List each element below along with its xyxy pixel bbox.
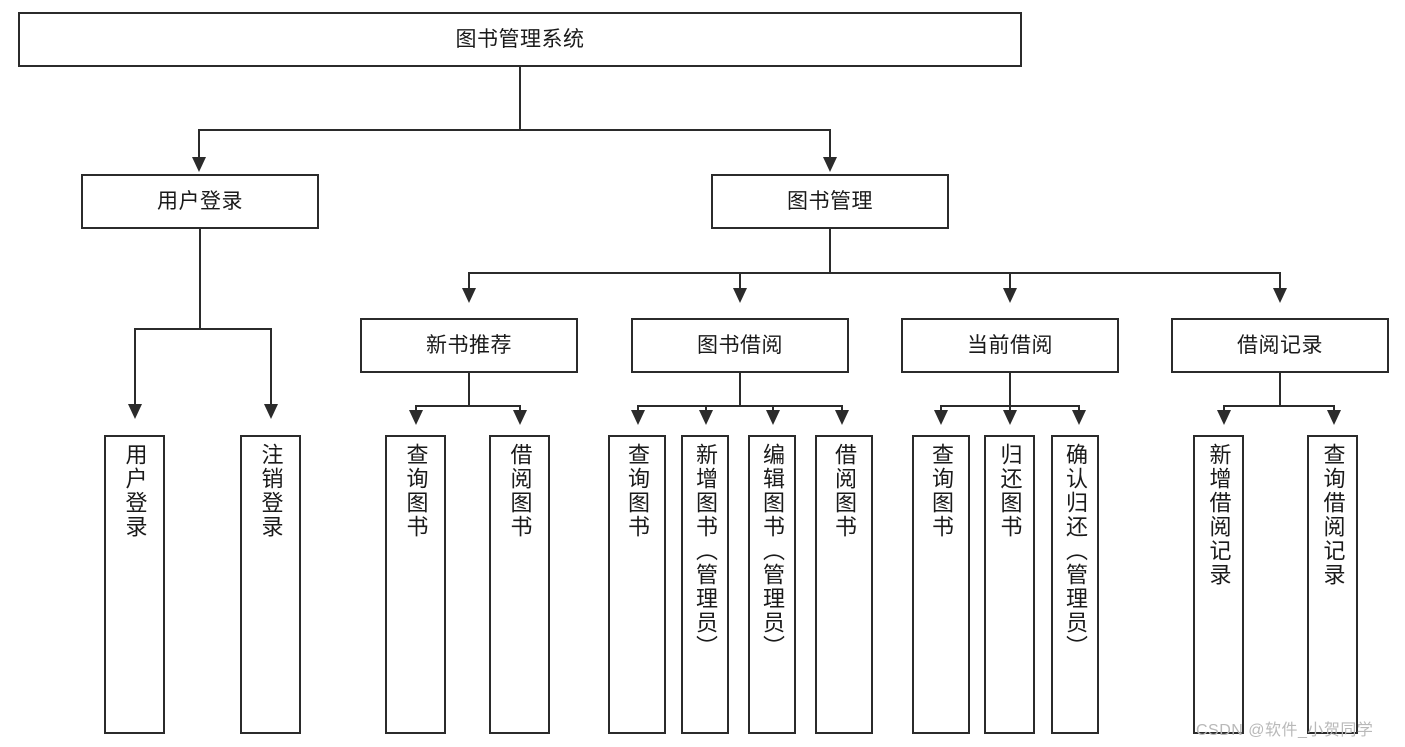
arrow-bb-leaf-3: [766, 410, 780, 425]
leaf-bb-add-book-admin-label: 新增图书（管理员）: [693, 443, 718, 659]
edge-nbr-drop-2: [519, 405, 521, 412]
edge-cb-drop-1: [940, 405, 942, 412]
edge-bb-drop-2: [705, 405, 707, 412]
edge-user-login-bar: [134, 328, 271, 330]
leaf-bb-borrow-book-label: 借阅图书: [832, 443, 857, 539]
leaf-br-query-record-label: 查询借阅记录: [1320, 443, 1346, 587]
node-current-borrow-label: 当前借阅: [967, 333, 1053, 357]
node-book-borrow-label: 图书借阅: [697, 333, 783, 357]
arrow-bb-leaf-2: [699, 410, 713, 425]
edge-br-drop-1: [1223, 405, 1225, 412]
leaf-nbr-borrow-book-label: 借阅图书: [507, 443, 533, 539]
edge-root-drop-2: [829, 129, 831, 159]
edge-br-drop-2: [1333, 405, 1335, 412]
edge-bb-drop-4: [841, 405, 843, 412]
leaf-bb-edit-book-admin-label: 编辑图书（管理员）: [760, 443, 785, 659]
arrow-to-user-login: [192, 157, 206, 172]
node-borrow-record[interactable]: 借阅记录: [1171, 318, 1389, 373]
edge-book-manage-stem: [829, 229, 831, 273]
edge-bm-drop-1: [468, 272, 470, 290]
arrow-to-new-book-rec: [462, 288, 476, 303]
node-book-manage-label: 图书管理: [787, 189, 873, 213]
leaf-nbr-query-book-label: 查询图书: [403, 443, 429, 539]
leaf-user-login[interactable]: 用户登录: [104, 435, 165, 734]
arrow-cb-leaf-2: [1003, 410, 1017, 425]
leaf-cb-confirm-return-admin[interactable]: 确认归还（管理员）: [1051, 435, 1099, 734]
leaf-logout[interactable]: 注销登录: [240, 435, 301, 734]
leaf-cb-return-book[interactable]: 归还图书: [984, 435, 1035, 734]
arrow-to-leaf-user-login: [128, 404, 142, 419]
arrow-br-leaf-2: [1327, 410, 1341, 425]
arrow-to-leaf-logout: [264, 404, 278, 419]
csdn-watermark: CSDN @软件_小贺同学: [1196, 722, 1374, 739]
leaf-nbr-query-book[interactable]: 查询图书: [385, 435, 446, 734]
leaf-bb-query-book[interactable]: 查询图书: [608, 435, 666, 734]
leaf-bb-borrow-book[interactable]: 借阅图书: [815, 435, 873, 734]
edge-root-drop-1: [198, 129, 200, 159]
leaf-cb-query-book[interactable]: 查询图书: [912, 435, 970, 734]
leaf-br-add-record-label: 新增借阅记录: [1206, 443, 1232, 587]
edge-cb-stem: [1009, 373, 1011, 406]
leaf-cb-confirm-return-admin-label: 确认归还（管理员）: [1063, 443, 1088, 659]
node-borrow-record-label: 借阅记录: [1237, 333, 1323, 357]
node-new-book-recommend-label: 新书推荐: [426, 333, 512, 357]
edge-book-manage-bar: [468, 272, 1280, 274]
node-new-book-recommend[interactable]: 新书推荐: [360, 318, 578, 373]
edge-bb-drop-3: [772, 405, 774, 412]
edge-user-login-drop-2: [270, 328, 272, 406]
arrow-cb-leaf-1: [934, 410, 948, 425]
arrow-to-book-manage: [823, 157, 837, 172]
edge-root-bar: [198, 129, 830, 131]
leaf-nbr-borrow-book[interactable]: 借阅图书: [489, 435, 550, 734]
arrow-cb-leaf-3: [1072, 410, 1086, 425]
node-book-manage[interactable]: 图书管理: [711, 174, 949, 229]
edge-root-stem: [519, 67, 521, 130]
arrow-bb-leaf-4: [835, 410, 849, 425]
edge-bb-stem: [739, 373, 741, 406]
arrow-nbr-leaf-2: [513, 410, 527, 425]
arrow-to-borrow-record: [1273, 288, 1287, 303]
leaf-br-add-record[interactable]: 新增借阅记录: [1193, 435, 1244, 734]
edge-bb-bar: [637, 405, 843, 407]
edge-nbr-drop-1: [415, 405, 417, 412]
arrow-to-book-borrow: [733, 288, 747, 303]
arrow-nbr-leaf-1: [409, 410, 423, 425]
node-root[interactable]: 图书管理系统: [18, 12, 1022, 67]
leaf-user-login-label: 用户登录: [122, 443, 148, 539]
node-root-label: 图书管理系统: [455, 27, 585, 51]
edge-br-stem: [1279, 373, 1281, 406]
leaf-bb-query-book-label: 查询图书: [625, 443, 650, 539]
edge-bb-drop-1: [637, 405, 639, 412]
edge-user-login-stem: [199, 229, 201, 329]
edge-bm-drop-3: [1009, 272, 1011, 290]
arrow-br-leaf-1: [1217, 410, 1231, 425]
arrow-to-current-borrow: [1003, 288, 1017, 303]
edge-user-login-drop-1: [134, 328, 136, 406]
leaf-bb-edit-book-admin[interactable]: 编辑图书（管理员）: [748, 435, 796, 734]
edge-nbr-bar: [415, 405, 521, 407]
edge-nbr-stem: [468, 373, 470, 406]
leaf-bb-add-book-admin[interactable]: 新增图书（管理员）: [681, 435, 729, 734]
leaf-logout-label: 注销登录: [258, 443, 284, 539]
node-user-login[interactable]: 用户登录: [81, 174, 319, 229]
leaf-br-query-record[interactable]: 查询借阅记录: [1307, 435, 1358, 734]
edge-br-bar: [1223, 405, 1335, 407]
node-book-borrow[interactable]: 图书借阅: [631, 318, 849, 373]
edge-cb-drop-3: [1078, 405, 1080, 412]
edge-bm-drop-4: [1279, 272, 1281, 290]
node-current-borrow[interactable]: 当前借阅: [901, 318, 1119, 373]
leaf-cb-return-book-label: 归还图书: [997, 443, 1023, 539]
leaf-cb-query-book-label: 查询图书: [929, 443, 954, 539]
edge-bm-drop-2: [739, 272, 741, 290]
node-user-login-label: 用户登录: [157, 189, 243, 213]
edge-cb-drop-2: [1009, 405, 1011, 412]
arrow-bb-leaf-1: [631, 410, 645, 425]
